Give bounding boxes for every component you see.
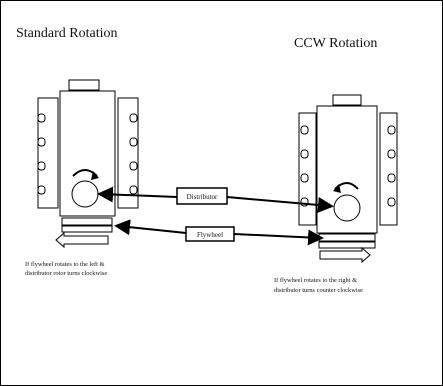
engine-ccw <box>298 94 398 264</box>
flywheel-ccw <box>318 233 376 242</box>
arrow-to-distributor-standard <box>97 186 178 203</box>
engine-standard-left-bank <box>37 97 59 209</box>
rotation-arrowhead-standard <box>91 171 99 180</box>
arrow-to-flywheel-standard <box>114 219 187 236</box>
engine-standard-port <box>37 185 46 195</box>
engine-ccw-port <box>300 125 309 135</box>
engine-standard-port <box>129 137 138 147</box>
engine-ccw-port <box>300 149 309 159</box>
flywheel-direction-arrow-left <box>55 231 109 249</box>
title-standard-rotation: Standard Rotation <box>16 26 118 41</box>
engine-standard-port <box>37 113 46 123</box>
engine-standard-port <box>37 137 46 147</box>
engine-standard-port <box>129 113 138 123</box>
engine-ccw-right-bank <box>379 112 398 226</box>
distributor-ccw <box>333 194 361 222</box>
note-ccw-line-1: If flywheel rotates to the right & <box>274 277 357 284</box>
note-ccw-line-2: distributor turns counter clockwise <box>274 287 363 294</box>
arrow-to-flywheel-ccw <box>233 229 324 246</box>
distributor-label: Distributor <box>187 193 218 201</box>
engine-standard-right-bank <box>117 97 139 209</box>
flywheel-standard <box>61 217 113 226</box>
rotation-arrowhead-ccw <box>333 184 341 193</box>
engine-ccw-port <box>387 173 396 183</box>
engine-ccw-top-cap <box>332 94 362 106</box>
engine-ccw-port <box>387 197 396 207</box>
flywheel-direction-arrow-right <box>319 246 371 264</box>
flywheel-standard-plate <box>61 225 113 233</box>
engine-ccw-left-bank <box>298 112 317 226</box>
engine-ccw-port <box>300 173 309 183</box>
title-ccw-rotation: CCW Rotation <box>294 36 377 51</box>
note-standard-line-1: If flywheel rotates to the left & <box>25 261 105 268</box>
flywheel-label: Flywheel <box>197 231 223 239</box>
engine-ccw-port <box>387 125 396 135</box>
note-standard-line-2: distributor rotor turns clockwise <box>25 270 107 277</box>
engine-standard <box>37 79 139 249</box>
arrow-to-distributor-ccw <box>226 196 334 213</box>
engine-ccw-port <box>387 149 396 159</box>
distributor-standard <box>71 180 99 208</box>
engine-standard-top-cap <box>68 79 100 91</box>
engine-standard-port <box>129 185 138 195</box>
engine-standard-port <box>129 161 138 171</box>
engine-standard-port <box>37 161 46 171</box>
flywheel-ccw-plate <box>318 241 376 249</box>
